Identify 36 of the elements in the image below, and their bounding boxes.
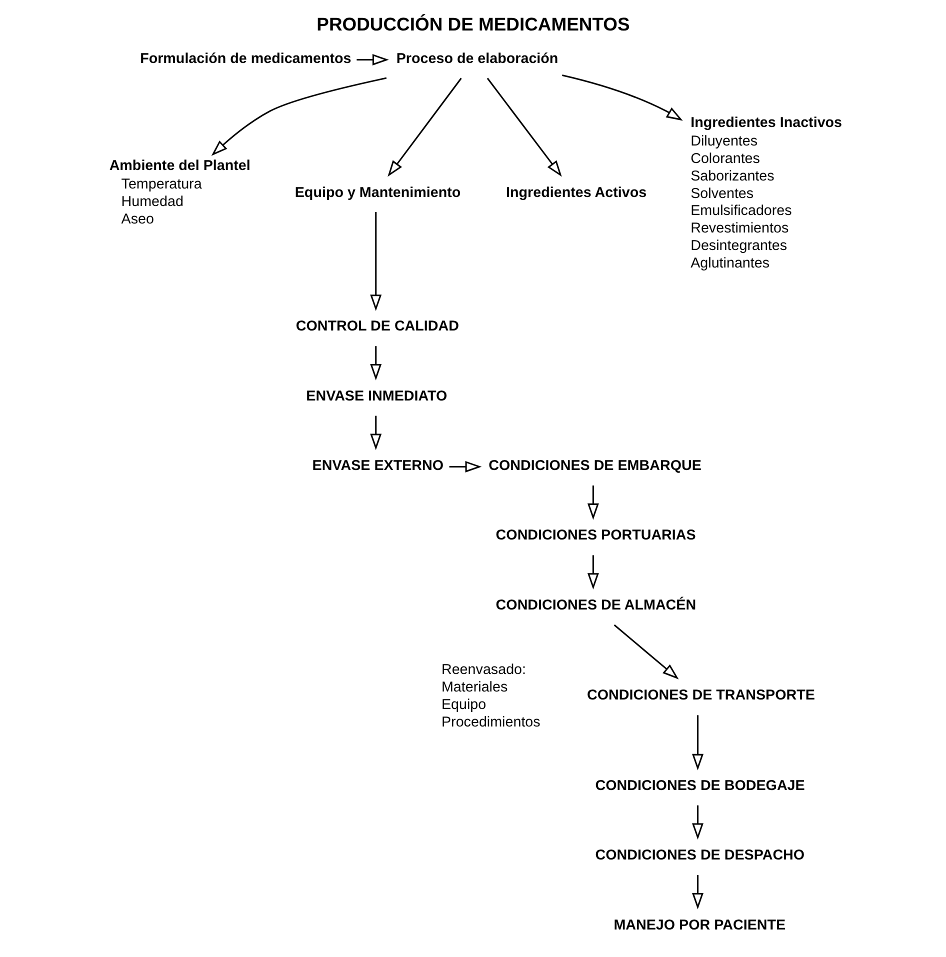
arrow (449, 460, 482, 472)
node-text: Formulación de medicamentos (140, 51, 352, 68)
node-text: CONDICIONES DE TRANSPORTE (587, 688, 815, 704)
node-text: CONDICIONES DE EMBARQUE (488, 458, 702, 474)
node-label: Reenvasado: (441, 662, 526, 678)
diagram-title: PRODUCCIÓN DE MEDICAMENTOS (316, 13, 630, 34)
node-text: ENVASE EXTERNO (312, 458, 444, 474)
node-label: Procedimientos (441, 714, 540, 730)
node-text: Equipo y Mantenimiento (294, 184, 461, 201)
arrow (692, 805, 704, 840)
arrow (486, 78, 562, 177)
arrow (614, 624, 679, 680)
arrow (356, 54, 389, 66)
arrow (370, 346, 382, 380)
arrow (587, 555, 599, 590)
node-text: CONDICIONES PORTUARIAS (496, 528, 696, 544)
arrow (692, 875, 704, 910)
node-text: Proceso de elaboración (396, 51, 558, 68)
arrow (211, 77, 387, 156)
arrow (370, 212, 382, 312)
arrow (562, 74, 683, 121)
node-text: Ambiente del Plantel Temperatura Humedad Aseo (109, 158, 250, 228)
node-text: ENVASE INMEDIATO (306, 388, 448, 404)
node-text: CONTROL DE CALIDAD (296, 318, 459, 335)
arrow (587, 486, 599, 520)
arrow (388, 78, 462, 177)
node-text: CONDICIONES DE BODEGAJE (595, 778, 805, 794)
node-text: CONDICIONES DE DESPACHO (595, 848, 805, 864)
node-text: Ingredientes Inactivos Diluyentes Colorantes Saborizantes Solventes Emulsificadores Revestimientos Desintegrantes Aglutinantes (690, 115, 842, 272)
node-label: Materiales (441, 679, 508, 696)
arrow (692, 715, 704, 770)
node-text: CONDICIONES DE ALMACÉN (496, 597, 696, 614)
node-text: Ingredientes Activos (506, 184, 647, 201)
node-label: Equipo (441, 696, 486, 713)
node-text: MANEJO POR PACIENTE (614, 917, 786, 934)
arrow (370, 416, 382, 450)
